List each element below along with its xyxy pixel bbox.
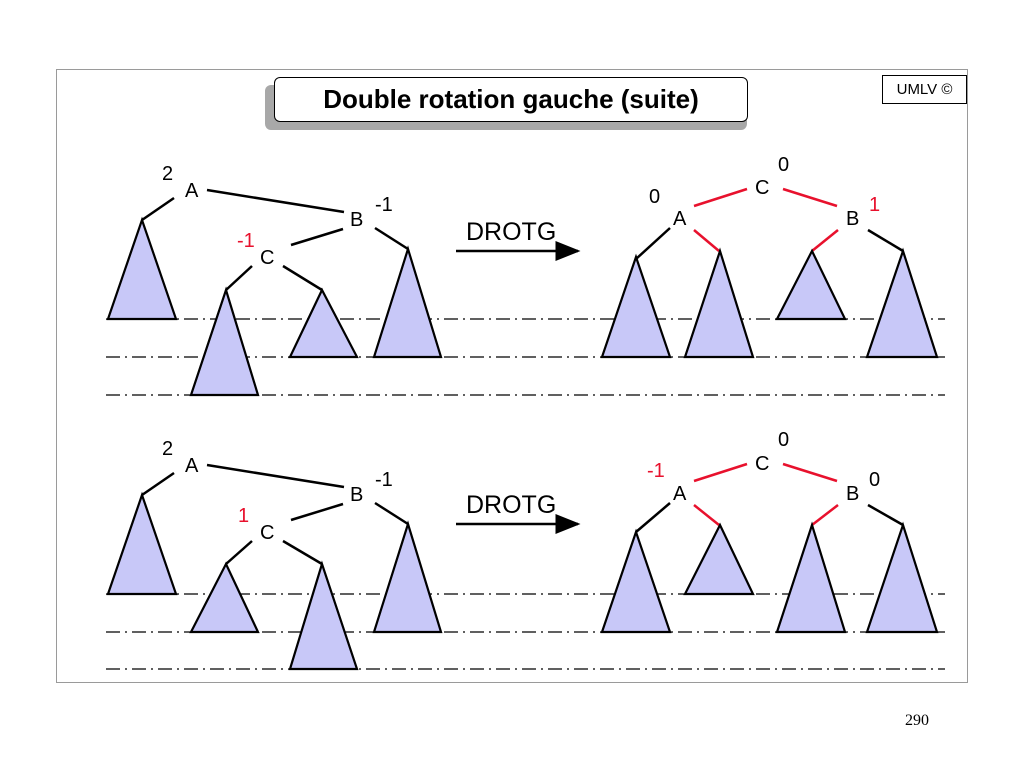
edge-c-b	[782, 462, 838, 483]
umlv-copyright-tag: UMLV ©	[882, 75, 967, 104]
subtree-triangle	[683, 522, 755, 596]
subtree-triangle	[865, 247, 939, 359]
edge-b-left	[811, 504, 839, 526]
node-a-balance: 0	[649, 186, 660, 208]
subtree-triangle	[600, 253, 672, 359]
edge-a-left	[141, 196, 175, 222]
slide-frame	[56, 69, 968, 683]
edge-b-right	[374, 501, 409, 526]
subtree-triangle	[372, 245, 443, 359]
subtree-triangle	[288, 560, 359, 671]
subtree-triangle	[600, 528, 672, 634]
node-a-label: A	[673, 208, 687, 230]
edge-c-right	[282, 264, 323, 292]
subtree-triangle	[189, 561, 260, 634]
node-b-balance: 1	[869, 194, 880, 216]
edge-c-left	[225, 540, 253, 565]
edge-a-right	[693, 504, 720, 526]
edge-b-right	[374, 226, 409, 251]
node-a-label: A	[185, 180, 199, 202]
node-c-label: C	[755, 453, 769, 475]
before-tree: A 2 B -1 C 1	[106, 438, 443, 671]
edge-c-right	[282, 539, 323, 566]
before-tree: A 2 B -1 C -1	[106, 163, 443, 397]
subtree-triangle	[106, 491, 178, 596]
node-a-balance: 2	[162, 438, 173, 460]
node-c-label: C	[755, 177, 769, 199]
operation-label: DROTG	[466, 491, 556, 519]
edge-b-right	[867, 503, 904, 527]
edge-b-left	[811, 229, 839, 252]
node-a-balance: 2	[162, 163, 173, 185]
node-c-label: C	[260, 522, 274, 544]
edge-a-left	[141, 471, 175, 497]
node-b-balance: 0	[869, 469, 880, 491]
node-a-label: A	[673, 483, 687, 505]
node-b-label: B	[350, 484, 363, 506]
node-b-balance: -1	[375, 194, 393, 216]
edge-a-b	[206, 463, 345, 489]
page-number: 290	[905, 712, 929, 729]
subtree-triangle	[865, 521, 939, 634]
node-b-label: B	[846, 208, 859, 230]
node-b-balance: -1	[375, 469, 393, 491]
node-b-label: B	[350, 209, 363, 231]
edge-c-a	[693, 462, 748, 483]
node-a-balance: -1	[647, 460, 665, 482]
edge-a-right	[693, 229, 720, 252]
edge-b-c	[290, 502, 344, 522]
subtree-triangle	[372, 520, 443, 634]
edge-a-left	[635, 502, 671, 533]
subtree-triangle	[288, 287, 359, 359]
subtree-triangle	[189, 286, 260, 397]
panel-2: A 2 B -1 C 1 DROTG C 0 A -1 B 0	[106, 429, 945, 671]
node-c-balance: 0	[778, 429, 789, 451]
after-tree: C 0 A -1 B 0	[600, 429, 939, 634]
edge-a-b	[206, 188, 345, 214]
subtree-triangle	[106, 216, 178, 321]
edge-c-a	[693, 187, 748, 208]
edge-c-left	[225, 265, 253, 291]
edge-b-right	[867, 228, 904, 253]
edge-b-c	[290, 227, 344, 247]
subtree-triangle	[683, 247, 755, 359]
subtree-triangle	[775, 248, 847, 321]
node-a-label: A	[185, 455, 199, 477]
operation-label: DROTG	[466, 218, 556, 246]
node-c-balance: 1	[238, 505, 249, 527]
edge-c-b	[782, 187, 838, 208]
subtree-triangle	[775, 521, 847, 634]
node-b-label: B	[846, 483, 859, 505]
node-c-label: C	[260, 247, 274, 269]
after-tree: C 0 A 0 B 1	[600, 154, 939, 359]
node-c-balance: 0	[778, 154, 789, 176]
node-c-balance: -1	[237, 230, 255, 252]
edge-a-left	[635, 227, 671, 260]
panel-1: A 2 B -1 C -1 DROTG C 0 A 0 B 1	[106, 154, 945, 397]
slide-title: Double rotation gauche (suite)	[274, 77, 748, 122]
